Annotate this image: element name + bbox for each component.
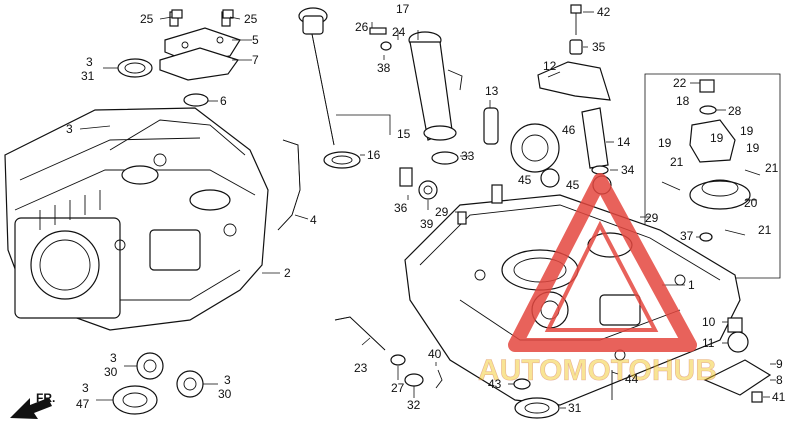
callout-2: 2 bbox=[284, 266, 291, 280]
bearing-47 bbox=[112, 385, 158, 415]
bolt-26 bbox=[369, 27, 387, 35]
callout-18: 18 bbox=[676, 94, 690, 108]
callout-35: 35 bbox=[592, 40, 606, 54]
callout-34: 34 bbox=[621, 163, 635, 177]
pin-40 bbox=[435, 369, 443, 389]
callout-47: 47 bbox=[76, 397, 90, 411]
bearing-30a bbox=[136, 352, 164, 380]
callout-19: 19 bbox=[740, 124, 754, 138]
plug-6 bbox=[183, 93, 209, 107]
callout-14: 14 bbox=[617, 135, 631, 149]
callout-6: 6 bbox=[220, 94, 227, 108]
callout-17: 17 bbox=[396, 2, 410, 16]
oil-seal-31 bbox=[117, 58, 153, 78]
drain-bolt-36 bbox=[399, 167, 413, 187]
callout-26: 26 bbox=[355, 20, 369, 34]
watermark-text: AUTOMOTOHUB bbox=[478, 354, 717, 387]
callout-11: 11 bbox=[702, 336, 715, 350]
callout-22: 22 bbox=[673, 76, 687, 90]
cap-11 bbox=[727, 331, 749, 353]
callout-10: 10 bbox=[702, 315, 716, 329]
callout-46: 46 bbox=[562, 123, 576, 137]
callout-29: 29 bbox=[645, 211, 659, 225]
callout-37: 37 bbox=[680, 229, 694, 243]
direction-label: FR. bbox=[36, 391, 55, 405]
callout-41: 41 bbox=[772, 390, 786, 404]
callout-31: 31 bbox=[568, 401, 582, 415]
callout-36: 36 bbox=[394, 201, 408, 215]
oring-33 bbox=[431, 151, 459, 165]
callout-45: 45 bbox=[518, 173, 532, 187]
cover-12 bbox=[537, 61, 611, 101]
callout-13: 13 bbox=[485, 84, 499, 98]
callout-29: 29 bbox=[435, 205, 449, 219]
callout-30: 30 bbox=[218, 387, 232, 401]
crankcase bbox=[404, 184, 741, 406]
callout-28: 28 bbox=[728, 104, 742, 118]
bolt-41 bbox=[751, 391, 763, 403]
callout-19: 19 bbox=[746, 141, 760, 155]
callout-25: 25 bbox=[140, 12, 154, 26]
callout-7: 7 bbox=[252, 53, 259, 67]
callout-20: 20 bbox=[744, 196, 758, 210]
gasket-14 bbox=[581, 107, 609, 169]
part-10 bbox=[727, 317, 743, 333]
callout-45: 45 bbox=[566, 178, 580, 192]
breather-tube bbox=[277, 139, 301, 231]
callout-31: 31 bbox=[81, 69, 95, 83]
callout-9: 9 bbox=[776, 357, 783, 371]
callout-39: 39 bbox=[420, 217, 434, 231]
callout-24: 24 bbox=[392, 25, 406, 39]
callout-16: 16 bbox=[367, 148, 381, 162]
callout-5: 5 bbox=[252, 33, 259, 47]
callout-3: 3 bbox=[82, 381, 89, 395]
washer-32 bbox=[404, 373, 424, 387]
callout-12: 12 bbox=[543, 59, 557, 73]
part-13 bbox=[483, 107, 499, 145]
callout-1: 1 bbox=[688, 278, 695, 292]
callout-38: 38 bbox=[377, 61, 391, 75]
callout-40: 40 bbox=[428, 347, 442, 361]
callout-43: 43 bbox=[488, 377, 502, 391]
callout-42: 42 bbox=[597, 5, 611, 19]
callout-27: 27 bbox=[391, 381, 405, 395]
washer-34 bbox=[591, 165, 609, 175]
oil-filler-tube bbox=[408, 31, 463, 141]
callout-19: 19 bbox=[658, 136, 672, 150]
callout-21: 21 bbox=[765, 161, 779, 175]
washer-27 bbox=[390, 354, 406, 366]
callout-19: 19 bbox=[710, 131, 724, 145]
callout-30: 30 bbox=[104, 365, 118, 379]
front-direction-arrow bbox=[10, 398, 52, 419]
oil-seal-31b bbox=[514, 397, 560, 419]
callout-3: 3 bbox=[66, 122, 73, 136]
callout-32: 32 bbox=[407, 398, 421, 412]
bearing-46 bbox=[510, 123, 560, 173]
callout-21: 21 bbox=[670, 155, 684, 169]
callout-4: 4 bbox=[310, 213, 317, 227]
callout-33: 33 bbox=[461, 149, 475, 163]
cylinder-head bbox=[4, 107, 269, 331]
callout-3: 3 bbox=[110, 351, 117, 365]
dipstick bbox=[298, 7, 361, 169]
callout-44: 44 bbox=[625, 372, 639, 386]
callout-15: 15 bbox=[397, 127, 411, 141]
callout-21: 21 bbox=[758, 223, 772, 237]
bearing-45a bbox=[540, 168, 560, 188]
callout-23: 23 bbox=[354, 361, 368, 375]
callout-8: 8 bbox=[776, 373, 783, 387]
callout-labels: 25 25 3 31 5 7 6 3 2 4 17 24 26 38 15 16… bbox=[66, 2, 786, 415]
governor-assembly-group bbox=[644, 73, 781, 279]
plate-8 bbox=[703, 359, 772, 396]
callout-3: 3 bbox=[86, 55, 93, 69]
leader-lines bbox=[79, 11, 776, 409]
callout-3: 3 bbox=[224, 373, 231, 387]
governor-arm-23 bbox=[334, 316, 386, 351]
breather-cover-parts bbox=[159, 11, 241, 81]
bearing-30b bbox=[176, 370, 204, 398]
callout-25: 25 bbox=[244, 12, 258, 26]
automotohub-watermark: AUTOMOTOHUB bbox=[478, 173, 717, 387]
